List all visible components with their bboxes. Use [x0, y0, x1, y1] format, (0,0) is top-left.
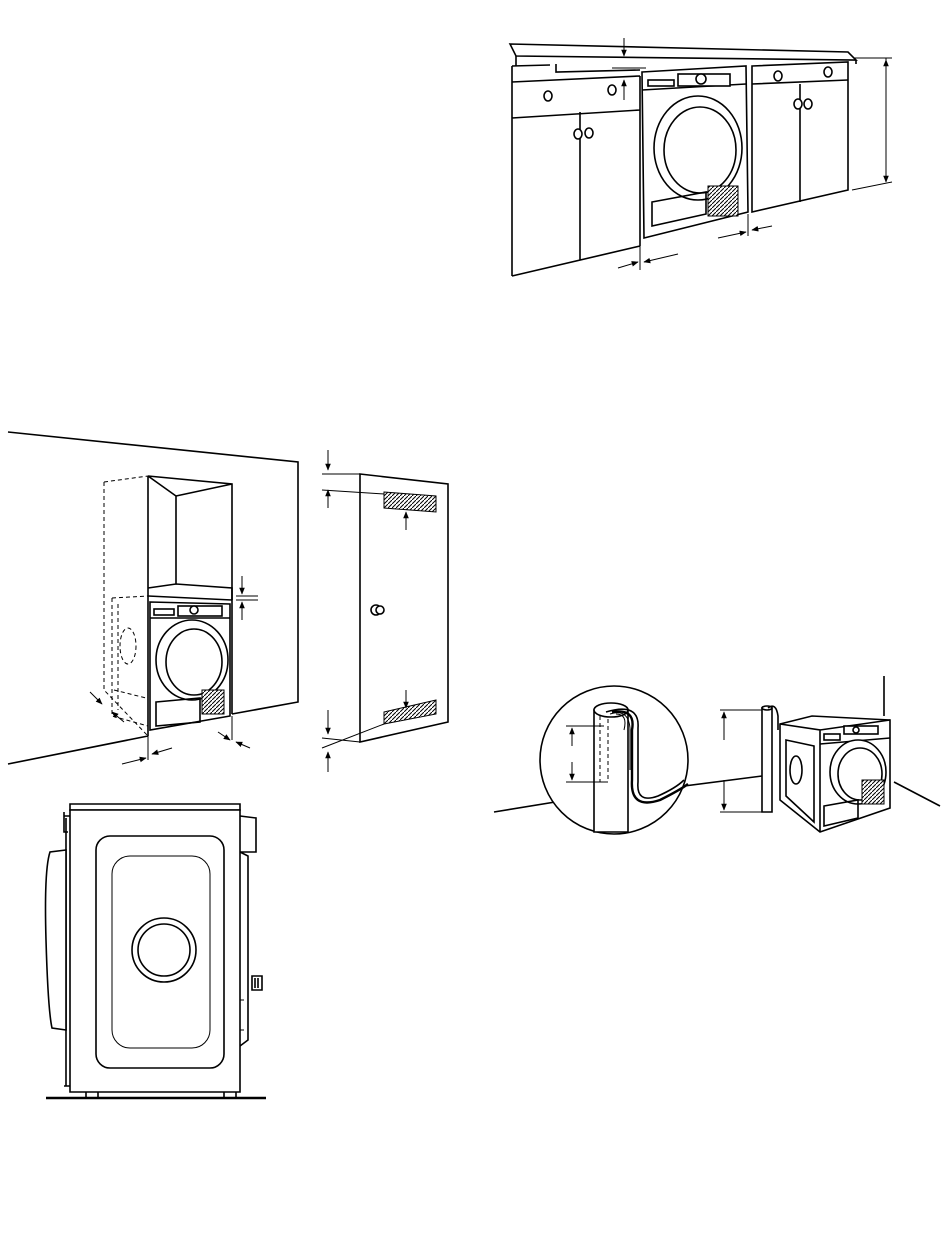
closet-door	[360, 474, 448, 742]
dispenser-drawer	[648, 80, 674, 86]
control-panel	[178, 606, 222, 616]
dimension-arrow-icon	[90, 450, 406, 772]
cabinet-knob-icon	[585, 128, 593, 138]
left-cabinet	[512, 64, 640, 276]
cabinet-knob-icon	[544, 91, 552, 101]
program-dial-icon	[696, 74, 706, 84]
dryer-side-view-figure	[46, 804, 267, 1098]
program-dial-icon	[190, 606, 198, 614]
cabinet-knob-icon	[608, 85, 616, 95]
standpipe	[762, 706, 778, 812]
closet-installation-figure	[8, 432, 448, 772]
cabinet-knob-icon	[574, 129, 582, 139]
rear-connector	[252, 976, 262, 990]
drain-hose-figure	[494, 676, 940, 834]
program-dial-icon	[853, 727, 859, 733]
cabinet-knob-icon	[794, 99, 802, 109]
vent-grille	[862, 780, 884, 804]
side-circle-outer	[132, 918, 196, 982]
vent-grille	[202, 690, 224, 714]
dryer-phantom-outline	[112, 596, 148, 726]
built-in-under-counter-figure	[510, 38, 892, 276]
dispenser-drawer	[824, 734, 840, 740]
cabinet-knob-icon	[824, 67, 832, 77]
door-edge	[46, 850, 67, 1030]
right-cabinet	[752, 62, 848, 212]
door-ring	[654, 96, 742, 200]
dispenser-drawer	[154, 609, 174, 615]
vent-grille	[708, 186, 738, 216]
dryer-in-closet	[150, 602, 230, 730]
cabinet-knob-icon	[774, 71, 782, 81]
dryer-under-counter	[642, 66, 748, 238]
upper-door-vent	[384, 492, 436, 512]
countertop	[510, 44, 856, 60]
cabinet-knob-icon	[804, 99, 812, 109]
standpipe-detail-callout	[540, 686, 688, 834]
dryer-drain-view	[780, 716, 890, 832]
control-panel	[844, 726, 878, 734]
